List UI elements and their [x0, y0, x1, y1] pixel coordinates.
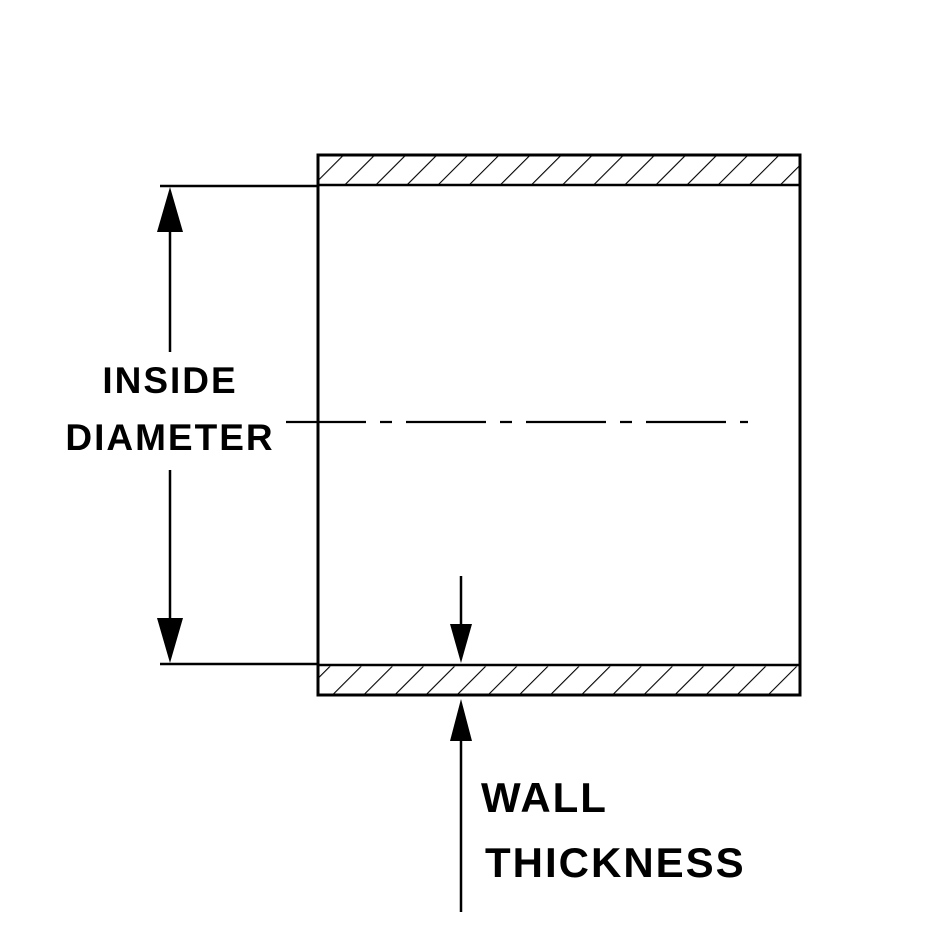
- tube-outline: [316, 153, 802, 697]
- inside-diameter-label-line1: INSIDE: [102, 360, 237, 401]
- wall-thickness-lower-arrowhead: [450, 699, 472, 741]
- wall-thickness-label-line1: WALL: [481, 774, 608, 821]
- bottom-wall-hatching: [319, 666, 799, 695]
- inside-diameter-label-line2: DIAMETER: [65, 417, 274, 458]
- wall-thickness-label-line2: THICKNESS: [485, 839, 746, 886]
- inside-diameter-top-arrowhead: [157, 187, 183, 232]
- top-wall-hatching: [319, 156, 799, 185]
- inside-diameter-bottom-arrowhead: [157, 618, 183, 663]
- wall-thickness-upper-arrowhead: [450, 624, 472, 663]
